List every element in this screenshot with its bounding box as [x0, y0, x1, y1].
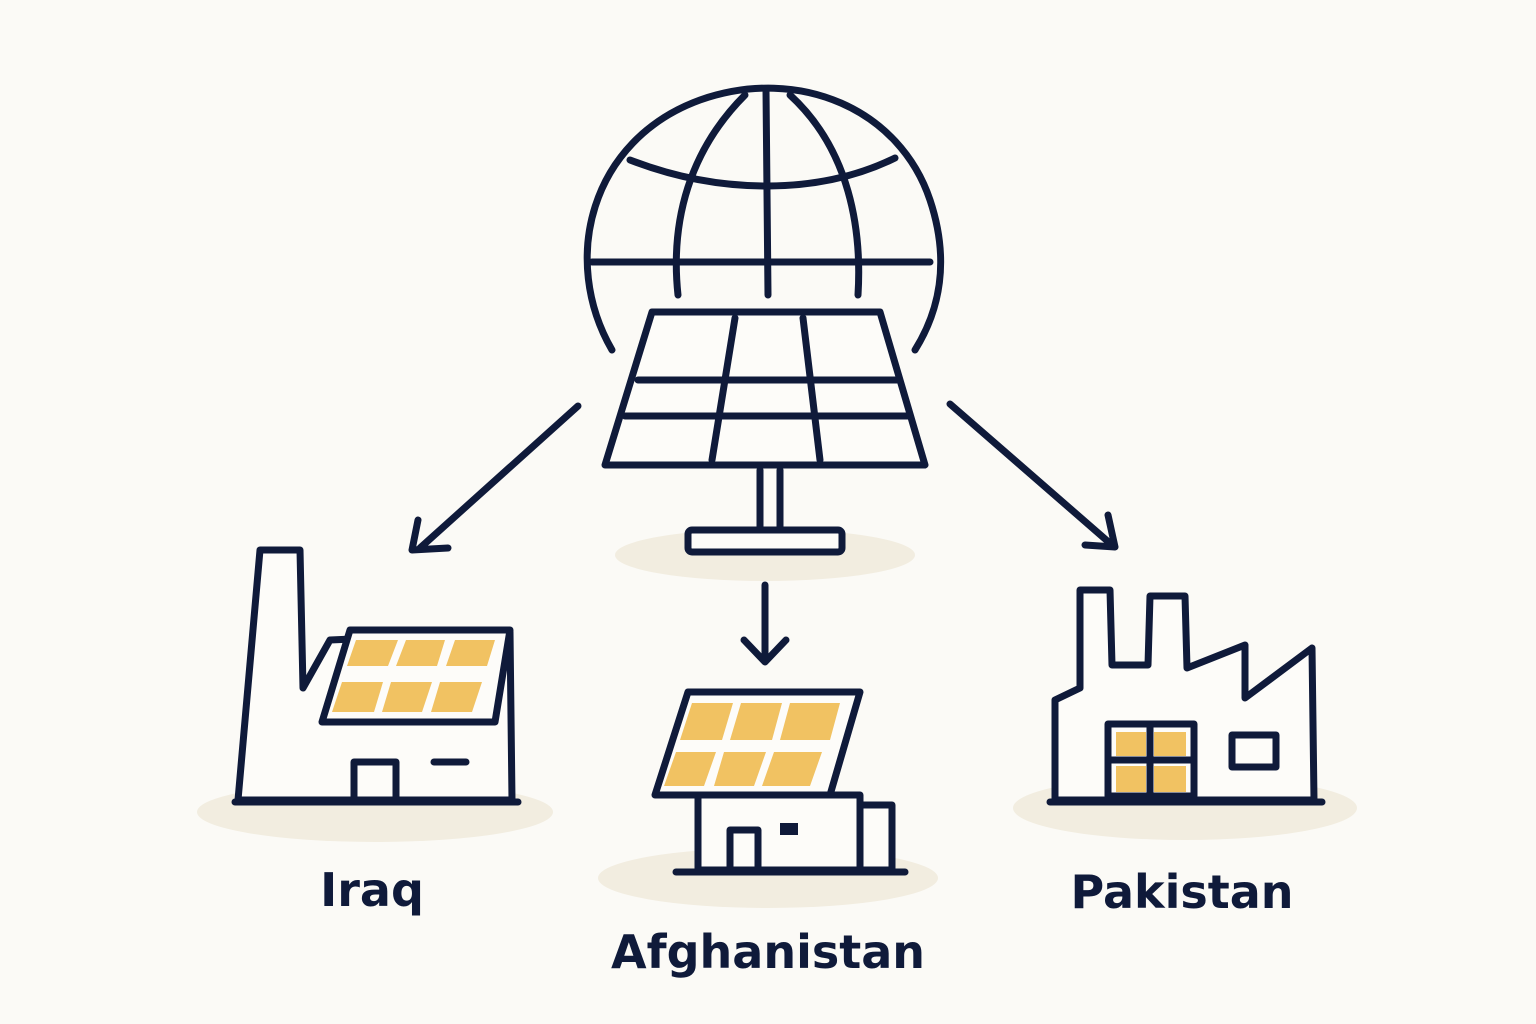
globe-icon — [583, 84, 945, 354]
label-pakistan: Pakistan — [1070, 865, 1293, 919]
label-afghanistan: Afghanistan — [611, 925, 925, 979]
solar-panel-icon — [601, 308, 929, 556]
label-iraq: Iraq — [320, 863, 424, 917]
factory-icon-left — [231, 546, 522, 806]
arrow-icon — [408, 400, 1119, 666]
house-icon — [651, 688, 909, 876]
factory-icon-right — [1046, 586, 1326, 806]
